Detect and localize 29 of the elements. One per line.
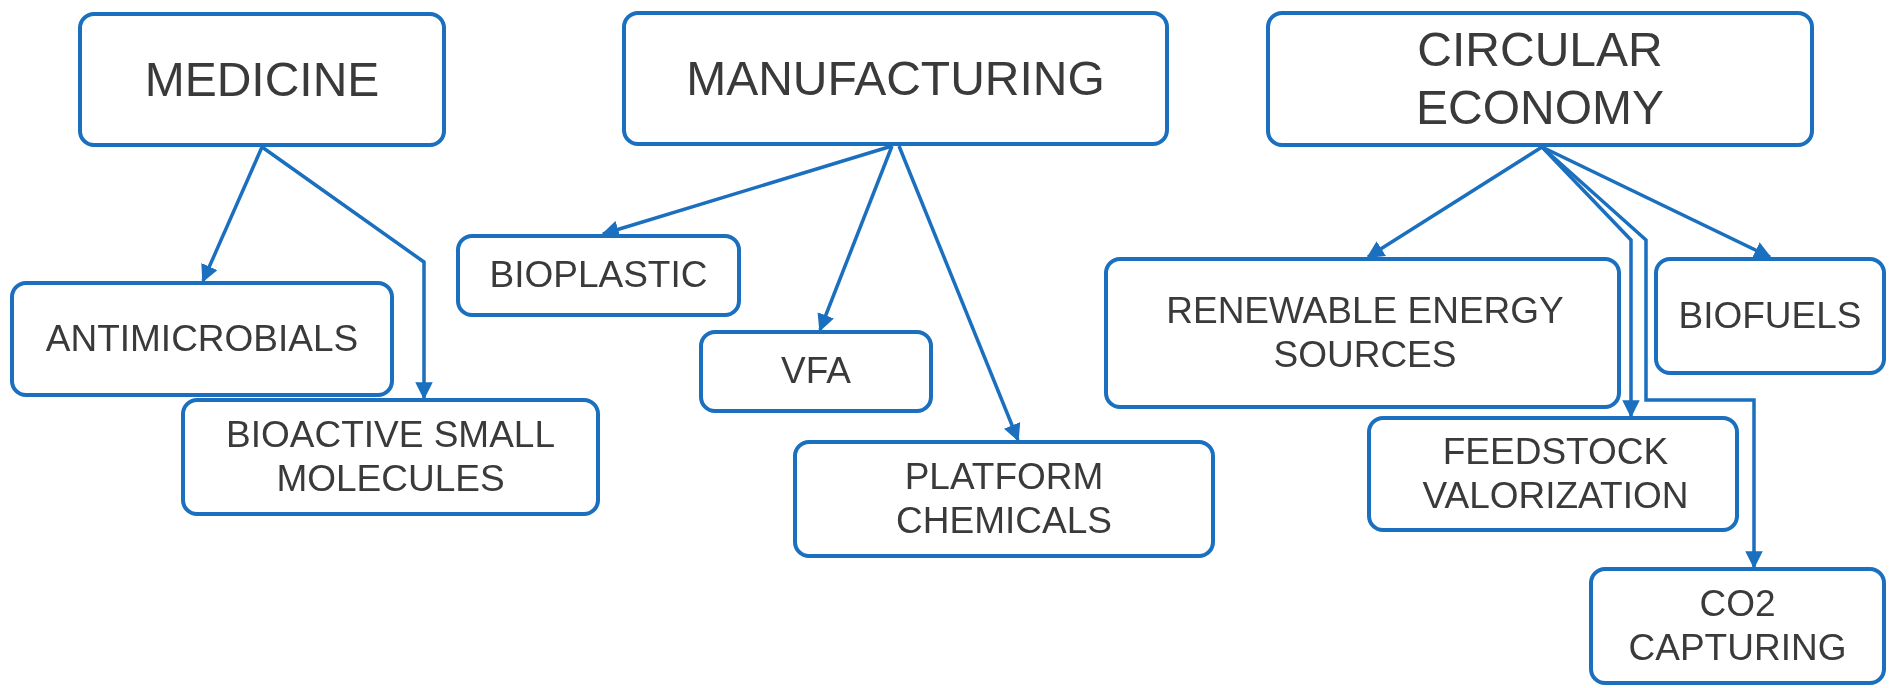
arrow — [1366, 145, 1543, 259]
concept-box — [1266, 11, 1814, 147]
concept-label: VFA — [781, 349, 851, 394]
concept-box — [1104, 257, 1621, 409]
concept-box — [699, 330, 933, 413]
arrow — [897, 145, 1021, 442]
concept-box — [181, 398, 600, 516]
concept-label: BIOFUELS — [1678, 293, 1862, 338]
concept-label: MEDICINE — [144, 51, 380, 108]
concept-label: CIRCULAR ECONOMY — [1415, 22, 1665, 136]
concept-label: BIOPLASTIC — [489, 253, 708, 298]
concept-box — [10, 281, 394, 397]
concept-box — [793, 440, 1215, 558]
concept-label: ANTIMICROBIALS — [45, 316, 359, 361]
arrow — [201, 146, 264, 283]
concept-box — [1367, 416, 1739, 532]
concept-label: FEEDSTOCK VALORIZATION — [1421, 429, 1690, 518]
concept-box — [622, 11, 1169, 146]
concept-label: BIOACTIVE SMALL MOLECULES — [225, 412, 556, 501]
concept-box — [78, 12, 446, 147]
concept-label: RENEWABLE ENERGY SOURCES — [1165, 288, 1565, 377]
concept-label: CO2 CAPTURING — [1627, 581, 1848, 670]
concept-box — [1589, 567, 1886, 685]
concept-label: MANUFACTURING — [686, 50, 1105, 107]
arrow — [817, 145, 894, 332]
concept-box — [1654, 257, 1886, 375]
concept-box — [456, 234, 741, 317]
arrow — [261, 145, 433, 400]
concept-label: PLATFORM CHEMICALS — [895, 454, 1113, 543]
